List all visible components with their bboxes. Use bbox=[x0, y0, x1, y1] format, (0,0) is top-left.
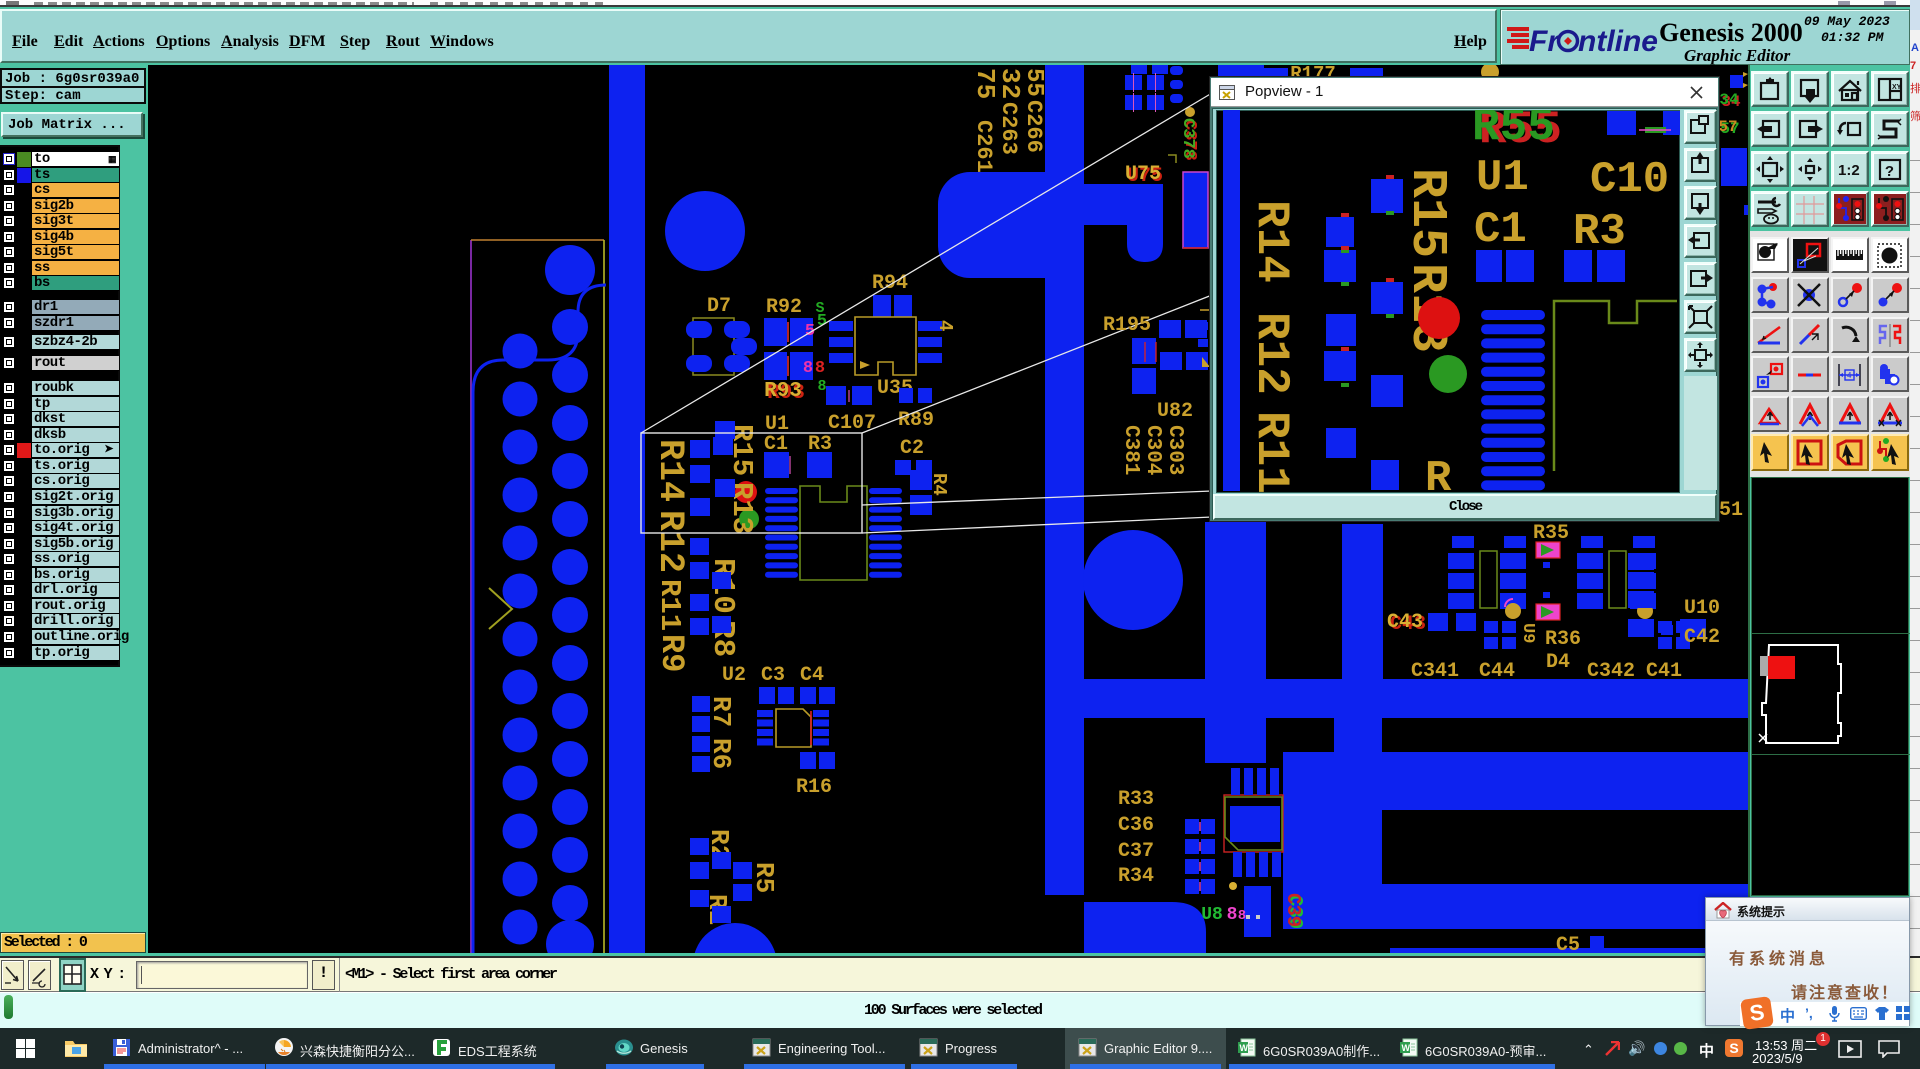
svg-text:C39: C39 bbox=[1282, 893, 1304, 927]
svg-text:R12: R12 bbox=[650, 510, 690, 573]
svg-text:W: W bbox=[1402, 1043, 1411, 1053]
svg-text:Fr: Fr bbox=[1529, 25, 1561, 58]
svg-text:C341: C341 bbox=[1411, 660, 1459, 683]
svg-text:C2: C2 bbox=[900, 437, 924, 460]
svg-text:51: 51 bbox=[1719, 499, 1743, 522]
svg-text:C378: C378 bbox=[1180, 120, 1199, 161]
svg-text:55: 55 bbox=[1020, 68, 1047, 97]
svg-text:C1: C1 bbox=[1474, 205, 1527, 255]
svg-text:R94: R94 bbox=[872, 272, 908, 295]
svg-text:U1: U1 bbox=[1476, 153, 1529, 203]
svg-text:R14: R14 bbox=[650, 439, 690, 502]
svg-text:R5: R5 bbox=[749, 862, 779, 893]
svg-text:5: 5 bbox=[805, 322, 815, 341]
svg-text:R3: R3 bbox=[808, 433, 832, 456]
svg-text:C43: C43 bbox=[1390, 613, 1426, 636]
svg-text:C10: C10 bbox=[1590, 155, 1669, 205]
svg-text:R11: R11 bbox=[1245, 411, 1297, 493]
svg-text:U2: U2 bbox=[722, 664, 746, 687]
svg-text:R55: R55 bbox=[1479, 110, 1562, 156]
svg-text:C266: C266 bbox=[1021, 100, 1046, 153]
svg-text:C261: C261 bbox=[971, 120, 996, 173]
svg-text:R9: R9 bbox=[653, 634, 690, 672]
svg-text:U8: U8 bbox=[1201, 905, 1223, 925]
svg-text:U82: U82 bbox=[1157, 400, 1193, 423]
svg-text:4: 4 bbox=[1847, 371, 1852, 380]
svg-text:ntline: ntline bbox=[1578, 25, 1658, 58]
svg-text:C263: C263 bbox=[996, 102, 1021, 155]
svg-text:34: 34 bbox=[1719, 91, 1739, 109]
svg-text:8: 8 bbox=[803, 359, 813, 378]
svg-text:R15: R15 bbox=[1398, 168, 1455, 258]
svg-text:R14: R14 bbox=[1245, 200, 1297, 283]
svg-text:U75: U75 bbox=[1125, 163, 1161, 186]
svg-text:R92: R92 bbox=[766, 296, 802, 319]
svg-text:C381: C381 bbox=[1119, 425, 1142, 475]
svg-text:C3: C3 bbox=[761, 664, 785, 687]
svg-text:R6: R6 bbox=[706, 738, 736, 769]
svg-text:57: 57 bbox=[1718, 118, 1737, 136]
svg-text:5: 5 bbox=[817, 312, 827, 331]
svg-text:S: S bbox=[815, 300, 824, 317]
svg-text:C5: C5 bbox=[1556, 934, 1580, 957]
svg-text:C342: C342 bbox=[1587, 660, 1635, 683]
svg-text:R93: R93 bbox=[767, 382, 805, 405]
svg-text:R195: R195 bbox=[1103, 314, 1151, 337]
svg-text:U10: U10 bbox=[1684, 597, 1720, 620]
svg-text:R: R bbox=[1425, 454, 1452, 493]
svg-text:D7: D7 bbox=[707, 295, 731, 318]
svg-text:U75: U75 bbox=[1127, 165, 1163, 188]
svg-text:?: ? bbox=[1885, 164, 1894, 181]
svg-text:R34: R34 bbox=[1118, 865, 1154, 888]
svg-text:D4: D4 bbox=[1546, 651, 1570, 674]
svg-text:R89: R89 bbox=[898, 409, 934, 432]
svg-text:C4: C4 bbox=[800, 664, 824, 687]
svg-text:R11: R11 bbox=[653, 579, 686, 631]
svg-text:8: 8 bbox=[1238, 908, 1246, 924]
svg-text:R3: R3 bbox=[1573, 207, 1626, 257]
svg-text:4: 4 bbox=[934, 320, 956, 331]
svg-text:57: 57 bbox=[1720, 120, 1739, 138]
svg-text:R4: R4 bbox=[928, 473, 950, 496]
svg-text:U9: U9 bbox=[1518, 623, 1537, 643]
svg-text:C42: C42 bbox=[1684, 626, 1720, 649]
svg-text:32: 32 bbox=[995, 68, 1025, 99]
svg-text:C1: C1 bbox=[764, 433, 788, 456]
svg-text:C37: C37 bbox=[1118, 840, 1154, 863]
svg-text:8: 8 bbox=[817, 378, 826, 395]
svg-text:C44: C44 bbox=[1479, 660, 1515, 683]
svg-text:8: 8 bbox=[815, 359, 825, 378]
svg-text:1:2: 1:2 bbox=[1838, 162, 1860, 179]
svg-text:W: W bbox=[1240, 1043, 1249, 1053]
svg-text:C39: C39 bbox=[1284, 895, 1306, 929]
svg-text:8: 8 bbox=[1227, 905, 1238, 925]
svg-text:XY: XY bbox=[1892, 84, 1902, 91]
svg-text:R16: R16 bbox=[796, 776, 832, 799]
svg-text:C304: C304 bbox=[1141, 425, 1164, 475]
svg-text:34: 34 bbox=[1721, 93, 1741, 111]
svg-text:75: 75 bbox=[970, 68, 1000, 99]
svg-text:C43: C43 bbox=[1387, 611, 1423, 634]
svg-text:R12: R12 bbox=[1245, 312, 1297, 395]
svg-text:R35: R35 bbox=[1533, 522, 1569, 545]
svg-text:C107: C107 bbox=[828, 412, 876, 435]
svg-text:R7: R7 bbox=[706, 696, 736, 727]
svg-text:C36: C36 bbox=[1118, 814, 1154, 837]
svg-text:C303: C303 bbox=[1163, 425, 1186, 475]
svg-text:U1: U1 bbox=[765, 413, 789, 436]
svg-text:R36: R36 bbox=[1545, 628, 1581, 651]
svg-text:R93: R93 bbox=[764, 380, 802, 403]
svg-text:R55: R55 bbox=[1472, 110, 1555, 153]
svg-text:C378: C378 bbox=[1178, 118, 1197, 159]
svg-text:R33: R33 bbox=[1118, 788, 1154, 811]
svg-text:C41: C41 bbox=[1646, 660, 1682, 683]
